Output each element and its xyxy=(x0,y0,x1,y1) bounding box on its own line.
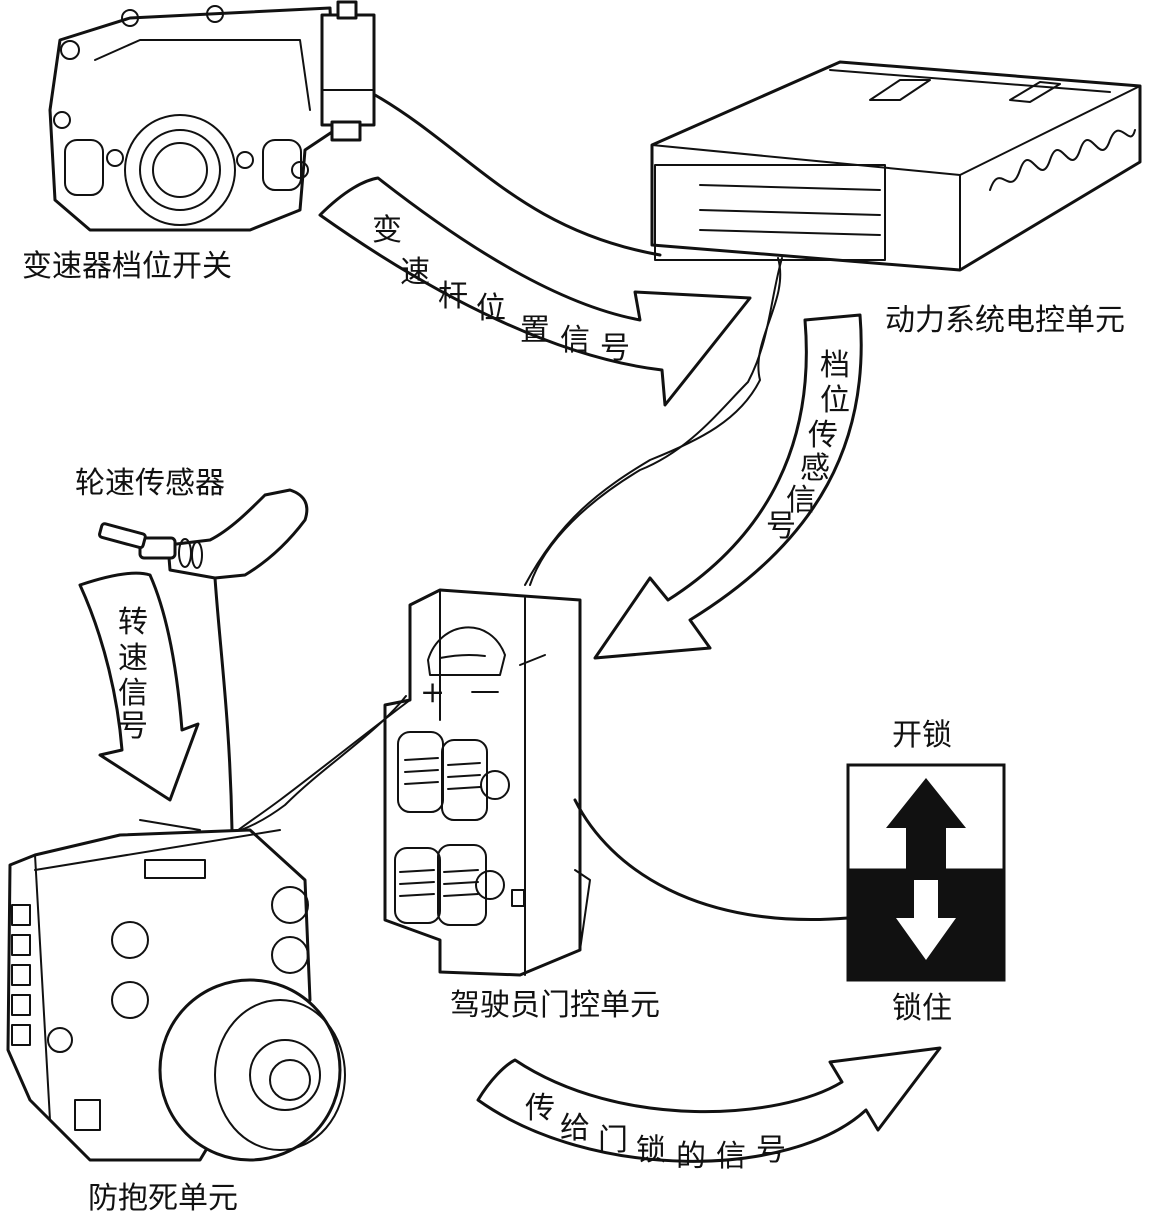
powertrain-ecu-label: 动力系统电控单元 xyxy=(885,303,1125,338)
speed-char-4: 号 xyxy=(118,709,148,744)
lock-label: 锁住 xyxy=(892,991,952,1026)
gear-sensing-signal-arrow: 档 位 传 感 信 号 xyxy=(593,313,863,660)
gear-switch-label: 变速器档位开关 xyxy=(22,249,232,284)
lever-position-char-4: 位 xyxy=(476,291,506,326)
driver-door-module-label: 驾驶员门控单元 xyxy=(450,988,660,1023)
gear-sensing-char-6: 号 xyxy=(766,509,796,544)
gear-sensing-char-1: 档 xyxy=(820,348,850,383)
door-lock-char-4: 锁 xyxy=(636,1133,666,1168)
gear-sensing-char-3: 传 xyxy=(808,418,838,453)
wheel-speed-sensor-label: 轮速传感器 xyxy=(75,466,225,501)
gear-switch-wire xyxy=(373,93,662,257)
speed-signal-arrow: 转 速 信 号 xyxy=(78,571,200,802)
door-lock-char-5: 的 xyxy=(676,1139,706,1174)
speed-char-2: 速 xyxy=(118,641,148,676)
wheel-speed-sensor-illustration xyxy=(98,488,309,580)
lever-position-signal-arrow: 变 速 杆 位 置 信 号 xyxy=(318,176,752,407)
door-lock-char-6: 信 xyxy=(716,1139,746,1174)
gear-sensing-char-2: 位 xyxy=(820,383,850,418)
wheel-sensor-wire xyxy=(213,576,234,832)
minus-sign: — xyxy=(470,673,500,708)
lever-position-char-6: 信 xyxy=(560,323,590,358)
lever-position-char-1: 变 xyxy=(372,213,402,248)
plus-sign: + xyxy=(420,675,445,710)
speed-char-1: 转 xyxy=(118,605,148,640)
door-lock-char-7: 号 xyxy=(756,1133,786,1168)
gear-sensing-char-4: 感 xyxy=(800,451,830,486)
abs-unit-illustration xyxy=(6,819,346,1162)
driver-door-module-illustration xyxy=(383,588,591,977)
lever-position-char-2: 速 xyxy=(400,255,430,290)
lock-arrow-icon xyxy=(896,880,956,960)
door-lock-signal-arrow: 传 给 门 锁 的 信 号 xyxy=(476,1046,942,1174)
gear-sensing-char-5: 信 xyxy=(786,483,816,518)
abs-unit-label: 防抱死单元 xyxy=(88,1181,238,1215)
twisted-wire-ecu-door xyxy=(524,257,783,586)
lever-position-char-7: 号 xyxy=(600,331,630,366)
twisted-wire-door-abs xyxy=(229,695,411,836)
speed-char-3: 信 xyxy=(118,676,148,711)
lever-position-char-3: 杆 xyxy=(438,279,468,314)
lock-state-panel xyxy=(846,763,1006,982)
door-lock-char-2: 给 xyxy=(560,1111,590,1146)
door-lock-wire xyxy=(573,798,850,921)
door-lock-char-3: 门 xyxy=(598,1123,628,1158)
powertrain-ecu-illustration xyxy=(650,60,1142,272)
unlock-label: 开锁 xyxy=(892,718,952,753)
gear-switch-illustration xyxy=(48,0,376,232)
lever-position-char-5: 置 xyxy=(520,313,550,348)
door-lock-char-1: 传 xyxy=(525,1091,555,1126)
